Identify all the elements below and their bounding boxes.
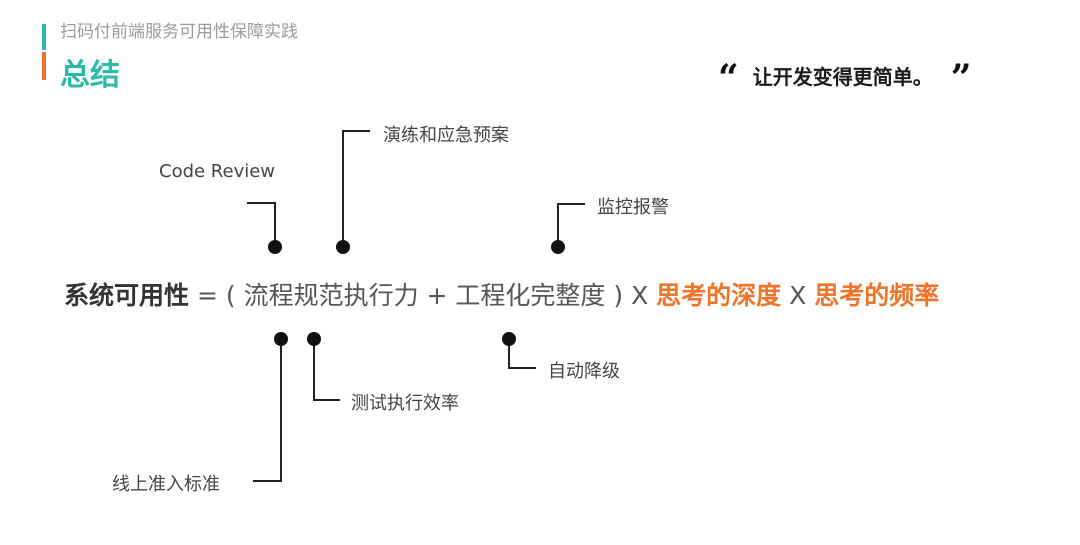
formula-plus: + — [418, 281, 456, 310]
formula-times-1: X — [631, 281, 657, 310]
formula-subject: 系统可用性 — [64, 281, 190, 310]
formula-frequency: 思考的频率 — [814, 281, 940, 310]
dot-drills — [336, 240, 350, 254]
slide-title: 总结 — [60, 58, 120, 93]
quote-text: 让开发变得更简单。 — [752, 64, 933, 89]
quote-block: “ 让开发变得更简单。 ” — [718, 57, 972, 99]
connector-auto-degrade — [508, 340, 536, 369]
accent-bar-teal — [42, 24, 46, 50]
label-monitoring: 监控报警 — [597, 197, 669, 218]
connector-online-admission — [253, 340, 282, 482]
connector-test-efficiency — [313, 340, 340, 401]
connector-monitoring — [557, 203, 585, 245]
label-code-review: Code Review — [159, 161, 276, 182]
label-drills: 演练和应急预案 — [383, 125, 509, 146]
dot-test-efficiency — [307, 332, 321, 346]
connector-code-review — [247, 202, 276, 245]
label-test-efficiency: 测试执行效率 — [351, 393, 459, 414]
dot-auto-degrade — [502, 332, 516, 346]
accent-bar-orange — [42, 52, 46, 80]
slide-subtitle: 扫码付前端服务可用性保障实践 — [60, 22, 298, 42]
formula-factor-engineering: 工程化完整度 — [455, 281, 606, 310]
dot-monitoring — [551, 240, 565, 254]
open-quote-icon: “ — [718, 57, 739, 99]
availability-formula: 系统可用性 = ( 流程规范执行力 + 工程化完整度 ) X 思考的深度 X 思… — [64, 276, 939, 312]
connector-drills — [342, 130, 370, 245]
close-quote-icon: ” — [950, 57, 972, 99]
formula-factor-process: 流程规范执行力 — [243, 281, 419, 310]
formula-equals: = ( — [189, 281, 244, 310]
formula-depth: 思考的深度 — [656, 281, 782, 310]
formula-close-paren: ) — [605, 281, 632, 310]
dot-online-admission — [274, 332, 288, 346]
formula-times-2: X — [781, 281, 815, 310]
label-auto-degrade: 自动降级 — [548, 361, 620, 382]
label-online-admission: 线上准入标准 — [112, 474, 220, 495]
dot-code-review — [268, 240, 282, 254]
